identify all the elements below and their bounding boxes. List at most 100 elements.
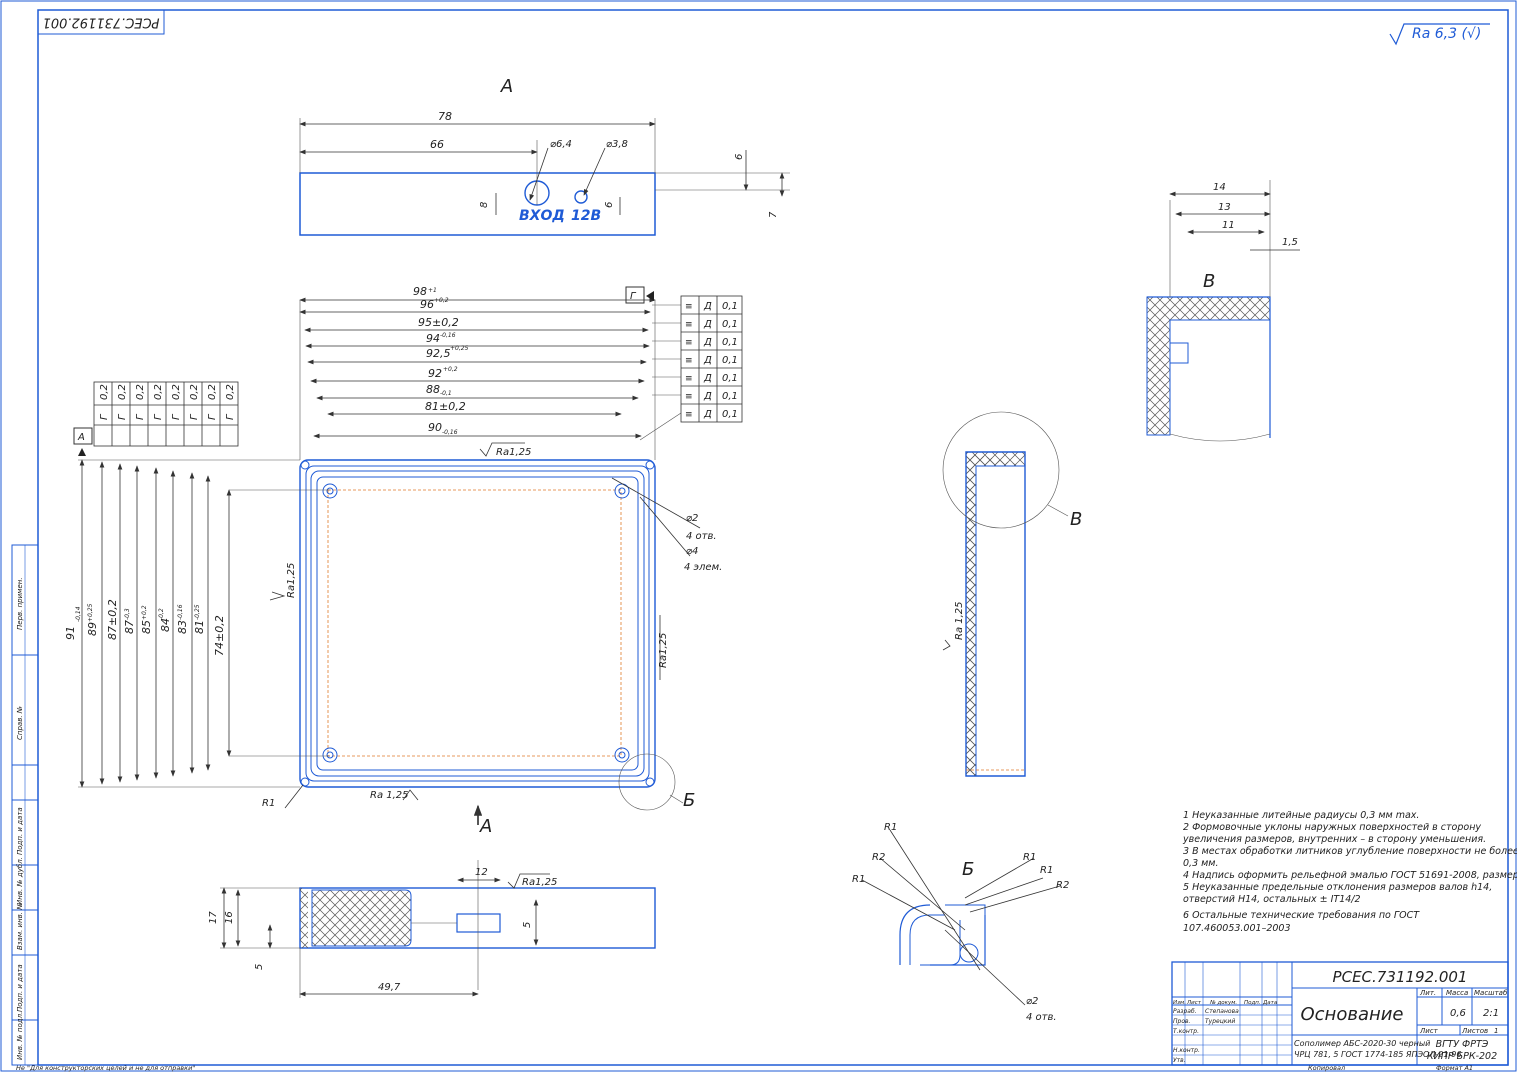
drawing-text: ≡ <box>685 410 693 420</box>
drawing-text: Инв. № дубл. <box>16 857 24 905</box>
drawing-text: +0,25 <box>87 603 94 622</box>
dim-h-95: 95±0,2 <box>418 316 459 329</box>
tb-material-2: ЧРЦ 781, 5 ГОСТ 1774-185 ЯПЭОЛ-21-96 <box>1294 1050 1461 1059</box>
view-v-callout: В <box>1070 509 1082 530</box>
side-profile: В Ra 1,25 <box>942 411 1082 777</box>
drawing-text: -0,25 <box>194 604 201 620</box>
boss-d4-label: ⌀4 <box>686 546 698 557</box>
dim-h-96: 96 <box>420 298 434 311</box>
detail-v: В 14 13 11 1,5 <box>1146 180 1300 442</box>
drawing-text: 0,1 <box>722 337 738 348</box>
datum-g: Г <box>625 286 654 304</box>
drawing-text: Д <box>703 319 712 330</box>
b-r1-d: R1 <box>1040 865 1053 876</box>
holes-4-label: 4 отв. <box>686 531 717 542</box>
r1-label: R1 <box>262 798 275 809</box>
drawing-text: 0,2 <box>135 384 146 400</box>
drawing-text: Формат А1 <box>1436 1064 1473 1072</box>
drawing-text: Подп. и дата <box>16 964 24 1012</box>
note-1: 1 Неуказанные литейные радиусы 0,3 мм ma… <box>1183 810 1419 821</box>
drawing-text: +0,2 <box>434 297 449 304</box>
note-6b: 107.460053.001–2003 <box>1183 923 1291 934</box>
drawing-text: Степанова <box>1205 1008 1239 1015</box>
drawing-text: -0,16 <box>177 604 184 620</box>
dim-7: 7 <box>768 211 779 218</box>
dim-1-5: 1,5 <box>1282 237 1298 248</box>
b-r1-b: R1 <box>852 874 865 885</box>
side-ra: Ra 1,25 <box>954 601 965 640</box>
b-r2-b: R2 <box>1056 880 1069 891</box>
drawing-text: -0,3 <box>124 608 131 620</box>
dim-v-74: 74±0,2 <box>213 615 226 656</box>
detail-b: Б R1 R2 R1 R1 R1 R2 ⌀2 4 отв. <box>852 822 1069 1023</box>
stamp-code: РСЕС.731192.001 <box>43 15 160 30</box>
b-r1-a: R1 <box>884 822 897 833</box>
drawing-text: -0,1 <box>440 390 452 397</box>
dim-13: 13 <box>1218 202 1231 213</box>
note-5b: отверстий H14, остальных ± IT14/2 <box>1183 894 1361 905</box>
dim-17: 17 <box>208 911 219 924</box>
drawing-text: Турецкий <box>1205 1018 1235 1025</box>
drawing-text: Инв. № подл. <box>16 1012 24 1060</box>
tb-scale: 2:1 <box>1483 1008 1499 1019</box>
label-12v: 12В <box>571 208 601 224</box>
dim-h-98: 98 <box>413 285 427 298</box>
drawing-text: Д <box>703 355 712 366</box>
view-label-top: А <box>500 76 513 97</box>
dim-66: 66 <box>430 138 444 151</box>
b-hole: ⌀2 <box>1026 996 1038 1007</box>
dim-v-84: 84 <box>159 618 172 632</box>
datum-a: А <box>77 432 85 443</box>
drawing-text: Н.контр. <box>1173 1047 1200 1054</box>
dim-78: 78 <box>438 110 452 123</box>
dim-49-7: 49,7 <box>378 982 401 993</box>
view-label-bottom: А <box>479 816 492 837</box>
dim-v-87b: 87 <box>123 620 136 634</box>
drawing-text: Лист <box>1186 1000 1202 1006</box>
tb-material-1: Сополимер АБС-2020-30 черный <box>1294 1039 1430 1048</box>
drawing-text: 0,2 <box>171 384 182 400</box>
drawing-text: ≡ <box>685 302 693 312</box>
drawing-text: Д <box>703 337 712 348</box>
drawing-text: -0,16 <box>442 429 458 436</box>
label-input: ВХОД <box>519 208 565 224</box>
drawing-text: -0,14 <box>75 606 82 622</box>
note-6a: 6 Остальные технические требования по ГО… <box>1183 910 1420 921</box>
drawing-text: 0,1 <box>722 301 738 312</box>
drawing-text: 0,1 <box>722 409 738 420</box>
bottom-note: Не "Для конструкторских целей и не для о… <box>16 1064 195 1072</box>
drawing-text: Взам. инв. № <box>16 902 24 950</box>
drawing-text: -0,2 <box>158 608 165 620</box>
drawing-text: Подп. <box>1244 1000 1261 1006</box>
plan-view: 98 +1 96 +0,2 95±0,2 94 -0,16 92,5 +0,25… <box>262 285 722 837</box>
tb-org-2: КИПР БРК-202 <box>1427 1051 1497 1062</box>
dim-v-87: 87±0,2 <box>106 599 119 640</box>
dim-v-89: 89 <box>86 622 99 636</box>
elem-4-label: 4 элем. <box>684 562 722 573</box>
drawing-text: Д <box>703 373 712 384</box>
drawing-text: Лит. <box>1419 989 1436 997</box>
drawing-text: Д <box>703 409 712 420</box>
drawing-text: Г <box>117 413 128 420</box>
note-2a: 2 Формовочные уклоны наружных поверхност… <box>1183 822 1481 833</box>
tb-org-1: ВГТУ ФРТЭ <box>1436 1039 1489 1050</box>
hole-d3-8: ⌀3,8 <box>606 139 628 150</box>
drawing-text: 0,2 <box>153 384 164 400</box>
drawing-text: Г <box>189 413 200 420</box>
drawing-text: Т.контр. <box>1173 1028 1199 1035</box>
roughness-general: Ra 6,3 (√) <box>1412 26 1481 42</box>
title-block: РСЕС.731192.001 Основание Сополимер АБС-… <box>1171 961 1509 1072</box>
note-3a: 3 В местах обработки литников углубление… <box>1183 846 1517 857</box>
dim-11: 11 <box>1222 220 1235 231</box>
drawing-text: ≡ <box>685 338 693 348</box>
drawing-text: Масса <box>1446 989 1468 997</box>
view-v-label: В <box>1203 271 1215 292</box>
dim-v-83: 83 <box>176 620 189 634</box>
dim-5-left: 5 <box>254 964 265 970</box>
drawing-text: -0,16 <box>440 332 456 339</box>
hole-d6-4: ⌀6,4 <box>550 139 572 150</box>
side-stamps: Перв. примен. Справ. № Подп. и дата Инв.… <box>11 544 39 1066</box>
drawing-text: +1 <box>428 287 437 294</box>
b-r2-a: R2 <box>872 852 885 863</box>
